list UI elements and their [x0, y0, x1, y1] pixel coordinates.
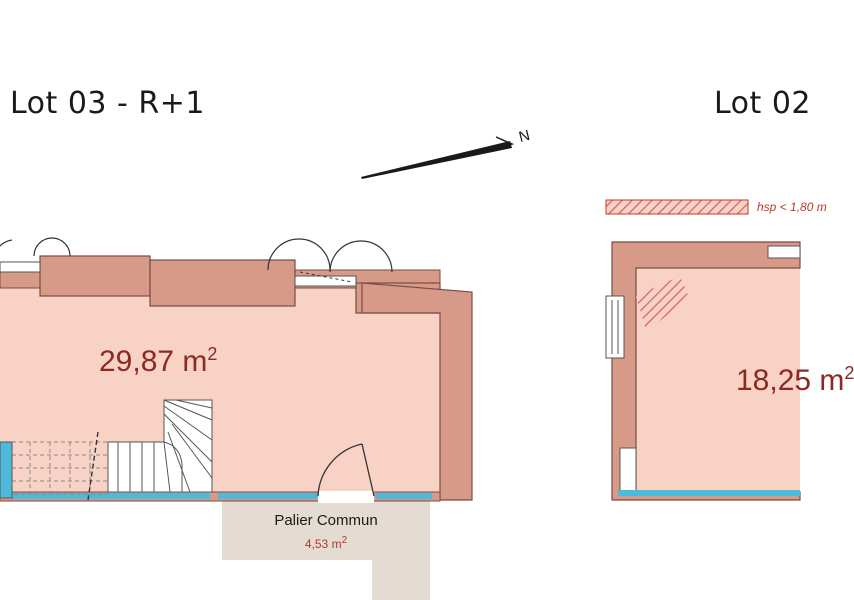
north-arrow-icon	[361, 136, 515, 179]
window	[619, 447, 637, 493]
lot-02-plan	[605, 199, 801, 501]
main-room-area-label: 29,87 m2	[99, 344, 218, 378]
window	[0, 261, 41, 273]
window-swing	[33, 237, 71, 257]
main-room-floor	[0, 288, 440, 496]
window-swing	[267, 238, 331, 271]
common-landing	[222, 500, 430, 600]
staircase	[11, 399, 213, 501]
window	[376, 493, 432, 499]
door-swing	[317, 443, 363, 497]
hatch-legend-swatch	[605, 199, 749, 215]
window-swing	[329, 240, 393, 273]
common-landing-label: Palier Commun	[274, 512, 378, 529]
plan-title-lot-03: Lot 03 - R+1	[10, 86, 205, 121]
window	[605, 295, 625, 359]
area-unit-exponent: 2	[341, 535, 348, 546]
window	[12, 493, 210, 499]
area-unit-exponent: 2	[207, 344, 218, 364]
window	[618, 490, 800, 496]
low-ceiling-zone	[636, 276, 690, 330]
window	[767, 245, 801, 259]
window	[218, 493, 318, 499]
plan-title-lot-02: Lot 02	[714, 86, 812, 121]
area-unit-exponent: 2	[844, 363, 854, 383]
lot-03-plan	[0, 237, 473, 503]
window	[294, 275, 357, 287]
wall-pier	[149, 259, 296, 307]
floor-plan	[0, 136, 801, 600]
wall-pier	[39, 255, 151, 297]
door-opening	[318, 491, 374, 503]
right-room-area-label: 18,25 m2	[736, 363, 854, 397]
common-landing-area: 4,53 m2	[304, 535, 348, 551]
hatch-legend-label: hsp < 1,80 m	[757, 200, 827, 214]
window-swing	[0, 239, 13, 247]
